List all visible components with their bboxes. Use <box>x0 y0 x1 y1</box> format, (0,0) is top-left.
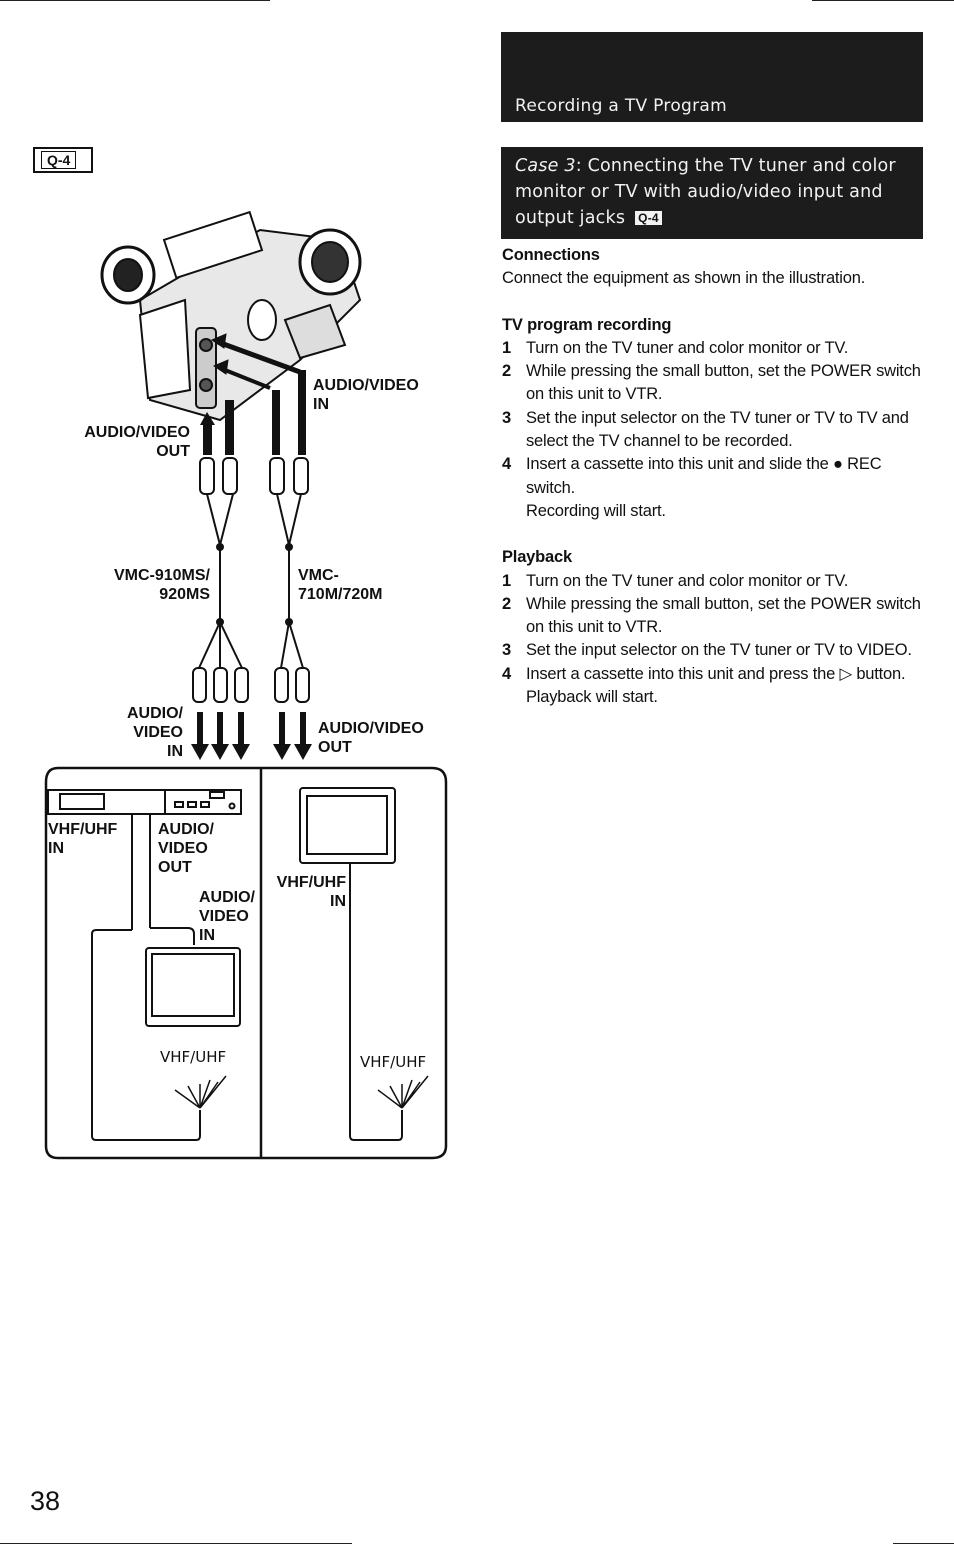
section-title: Recording a TV Program <box>515 96 727 116</box>
label-tuner-av-in: AUDIO/ <box>127 705 184 722</box>
case-heading: Case 3: Connecting the TV tuner and colo… <box>501 147 923 239</box>
label-monitor-av-in: IN <box>199 927 215 944</box>
label-tv-vhf-in: IN <box>330 893 346 910</box>
label-cable-right: VMC- <box>298 567 339 584</box>
instructions: Connections Connect the equipment as sho… <box>502 244 922 709</box>
label-tv-vhf-in: VHF/UHF <box>277 874 347 891</box>
connections-heading: Connections <box>502 246 600 264</box>
label-camcorder-in: AUDIO/VIDEO <box>313 377 419 394</box>
section-header: Recording a TV Program <box>501 32 923 122</box>
cable-arrows <box>200 333 306 455</box>
case-badge: Q-4 <box>635 211 662 225</box>
figure-badge-label: Q-4 <box>41 151 77 169</box>
label-camcorder-out: AUDIO/VIDEO <box>84 424 190 441</box>
wiring-right <box>349 864 403 1141</box>
label-cable-right: 710M/720M <box>298 586 383 603</box>
recording-heading: TV program recording <box>502 315 672 334</box>
page-number: 38 <box>30 1486 61 1516</box>
top-rule-left <box>0 0 270 1</box>
connections-body: Connect the equipment as shown in the il… <box>502 269 866 288</box>
label-tv-av-out: OUT <box>318 739 352 756</box>
antenna-icon <box>174 1075 429 1109</box>
label-tuner-vhf-in: VHF/UHF <box>48 821 118 838</box>
playback-note: Playback will start. <box>526 688 658 707</box>
recording-note: Recording will start. <box>526 501 666 520</box>
label-antenna-right: VHF/UHF <box>360 1053 426 1071</box>
case-title: : Connecting the TV tuner and color moni… <box>515 156 896 228</box>
label-antenna-left: VHF/UHF <box>160 1048 226 1066</box>
label-tuner-av-in: IN <box>167 743 183 760</box>
equipment-frame <box>44 766 448 1160</box>
bottom-rule-left <box>0 1543 352 1544</box>
label-cable-left: VMC-910MS/ <box>114 567 211 584</box>
label-tv-av-out: AUDIO/VIDEO <box>318 720 424 737</box>
label-monitor-av-in: VIDEO <box>199 908 249 925</box>
figure-badge: Q-4 <box>33 147 93 173</box>
color-monitor <box>145 947 241 1027</box>
label-camcorder-out: OUT <box>156 443 190 460</box>
camcorder-illustration <box>100 210 362 422</box>
case-prefix: Case 3 <box>515 156 576 176</box>
wiring-left <box>91 814 201 1141</box>
label-tuner-av-out: VIDEO <box>158 840 208 857</box>
diagram-labels: AUDIO/VIDEO OUT AUDIO/VIDEO IN VMC-910MS… <box>48 377 426 1071</box>
label-tuner-av-out: OUT <box>158 859 192 876</box>
label-cable-left: 920MS <box>159 586 210 603</box>
label-monitor-av-in: AUDIO/ <box>199 889 256 906</box>
top-rule-right <box>812 0 954 1</box>
label-tuner-vhf-in: IN <box>48 840 64 857</box>
label-camcorder-in: IN <box>313 396 329 413</box>
tv-tuner <box>47 789 242 815</box>
label-tuner-av-in: VIDEO <box>133 724 183 741</box>
bottom-rule-right <box>893 1543 954 1544</box>
label-tuner-av-out: AUDIO/ <box>158 821 215 838</box>
television <box>299 787 396 864</box>
cable-plugs <box>192 457 310 703</box>
playback-heading: Playback <box>502 548 572 567</box>
down-arrows <box>191 712 312 760</box>
